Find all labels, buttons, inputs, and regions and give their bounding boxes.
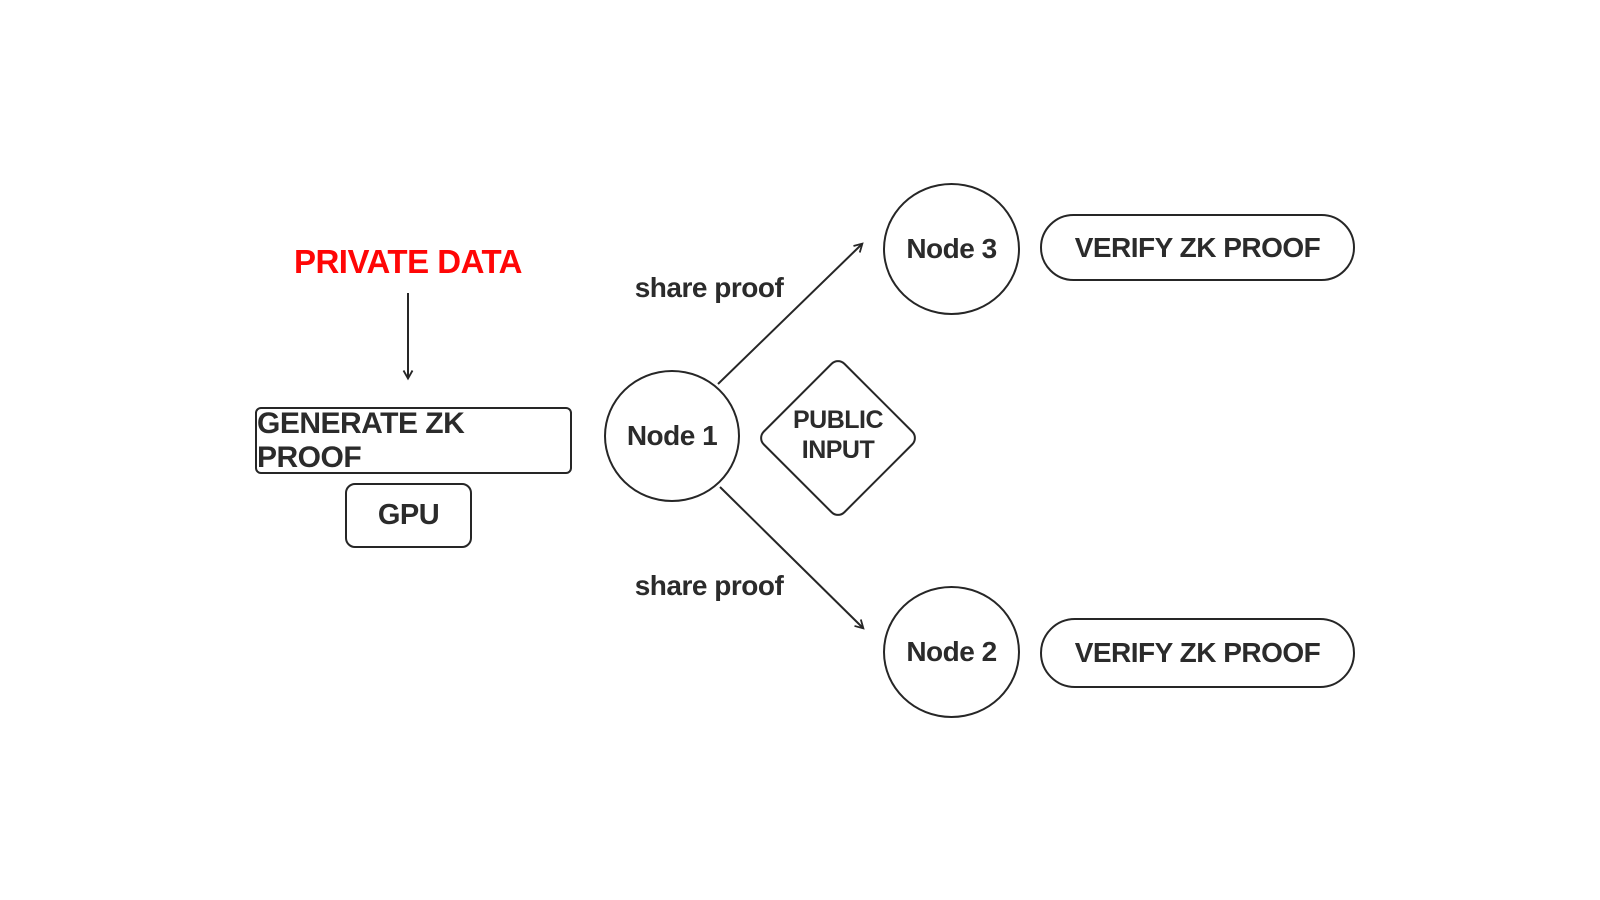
public-input-line1: PUBLIC	[792, 406, 884, 434]
share-proof-label-top: share proof	[634, 272, 784, 303]
node-1-label: Node 1	[626, 420, 718, 451]
share-proof-label-bottom: share proof	[634, 570, 784, 601]
node-2-circle: Node 2	[883, 586, 1020, 718]
node-3-circle: Node 3	[883, 183, 1020, 315]
public-input-label: PUBLIC INPUT	[768, 406, 908, 465]
verify-zk-proof-label-top: VERIFY ZK PROOF	[1074, 231, 1321, 263]
private-data-label: PRIVATE DATA	[293, 243, 523, 280]
verify-zk-proof-pill-top: VERIFY ZK PROOF	[1040, 214, 1355, 281]
verify-zk-proof-pill-bottom: VERIFY ZK PROOF	[1040, 618, 1355, 688]
gpu-label: GPU	[377, 499, 440, 531]
node-3-label: Node 3	[906, 233, 997, 264]
verify-zk-proof-label-bottom: VERIFY ZK PROOF	[1074, 637, 1321, 668]
public-input-line2: INPUT	[801, 435, 875, 464]
node-1-circle: Node 1	[604, 370, 740, 502]
gpu-box: GPU	[345, 483, 472, 548]
generate-zk-proof-label: GENERATE ZK PROOF	[257, 406, 465, 474]
generate-zk-proof-box: GENERATE ZK PROOF	[255, 407, 572, 474]
node-2-label: Node 2	[906, 636, 997, 667]
